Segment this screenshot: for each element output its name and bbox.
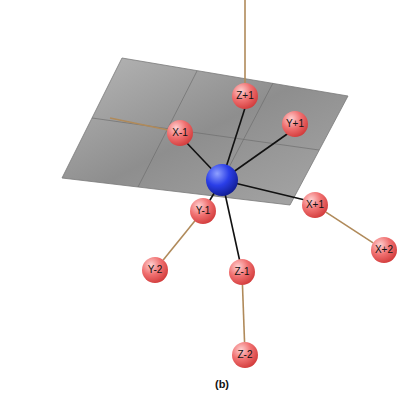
atom-label: Z-1	[235, 267, 250, 277]
atom-label: Y-2	[148, 265, 163, 275]
neighbor-atom: Z+1	[232, 83, 258, 109]
bond-line	[242, 285, 244, 342]
outer-bonds	[110, 0, 245, 130]
neighbor-atom: X+1	[302, 192, 328, 218]
bond-line	[326, 212, 373, 243]
atom-label: Z+1	[236, 91, 254, 101]
bond-line	[163, 221, 195, 260]
plane-grid	[92, 71, 319, 196]
neighbor-atom: Z-1	[229, 259, 255, 285]
atom-label: X+2	[375, 245, 393, 255]
neighbor-atom: Z-2	[232, 342, 258, 368]
atom-label: Y+1	[286, 119, 304, 129]
center-atom	[206, 164, 238, 196]
atom-label: X-1	[172, 128, 188, 138]
atom-label: Z-2	[238, 350, 253, 360]
atom-label: X+1	[306, 200, 324, 210]
neighbor-atom: Y-2	[142, 257, 168, 283]
neighbor-atom: X-1	[167, 120, 193, 146]
lattice-plane	[62, 58, 348, 205]
atom-label: Y-1	[196, 206, 211, 216]
neighbor-atom: Y-1	[190, 198, 216, 224]
figure-caption: (b)	[215, 378, 229, 390]
neighbor-atom: Y+1	[282, 111, 308, 137]
neighbor-atom: X+2	[371, 237, 397, 263]
